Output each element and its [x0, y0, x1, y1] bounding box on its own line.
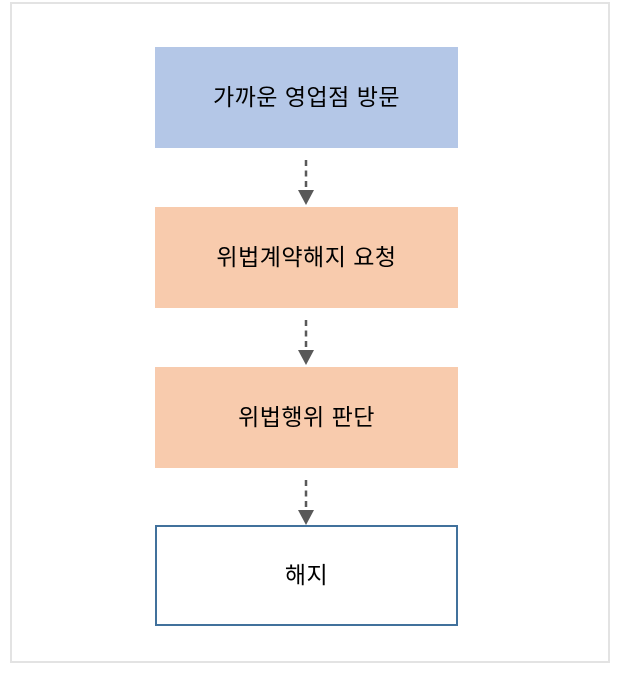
arrow-down-icon [296, 156, 316, 208]
arrow-down-icon [296, 316, 316, 368]
flow-step-illegal-act-judgment: 위법행위 판단 [155, 367, 458, 468]
arrow-down-icon [296, 476, 316, 528]
flow-step-label: 위법계약해지 요청 [216, 243, 397, 270]
flow-step-termination-request: 위법계약해지 요청 [155, 207, 458, 308]
flow-step-label: 위법행위 판단 [238, 403, 375, 430]
flow-step-visit-branch: 가까운 영업점 방문 [155, 47, 458, 148]
flow-step-label: 해지 [284, 561, 329, 588]
flow-step-label: 가까운 영업점 방문 [212, 83, 401, 110]
flow-step-termination: 해지 [155, 525, 458, 626]
